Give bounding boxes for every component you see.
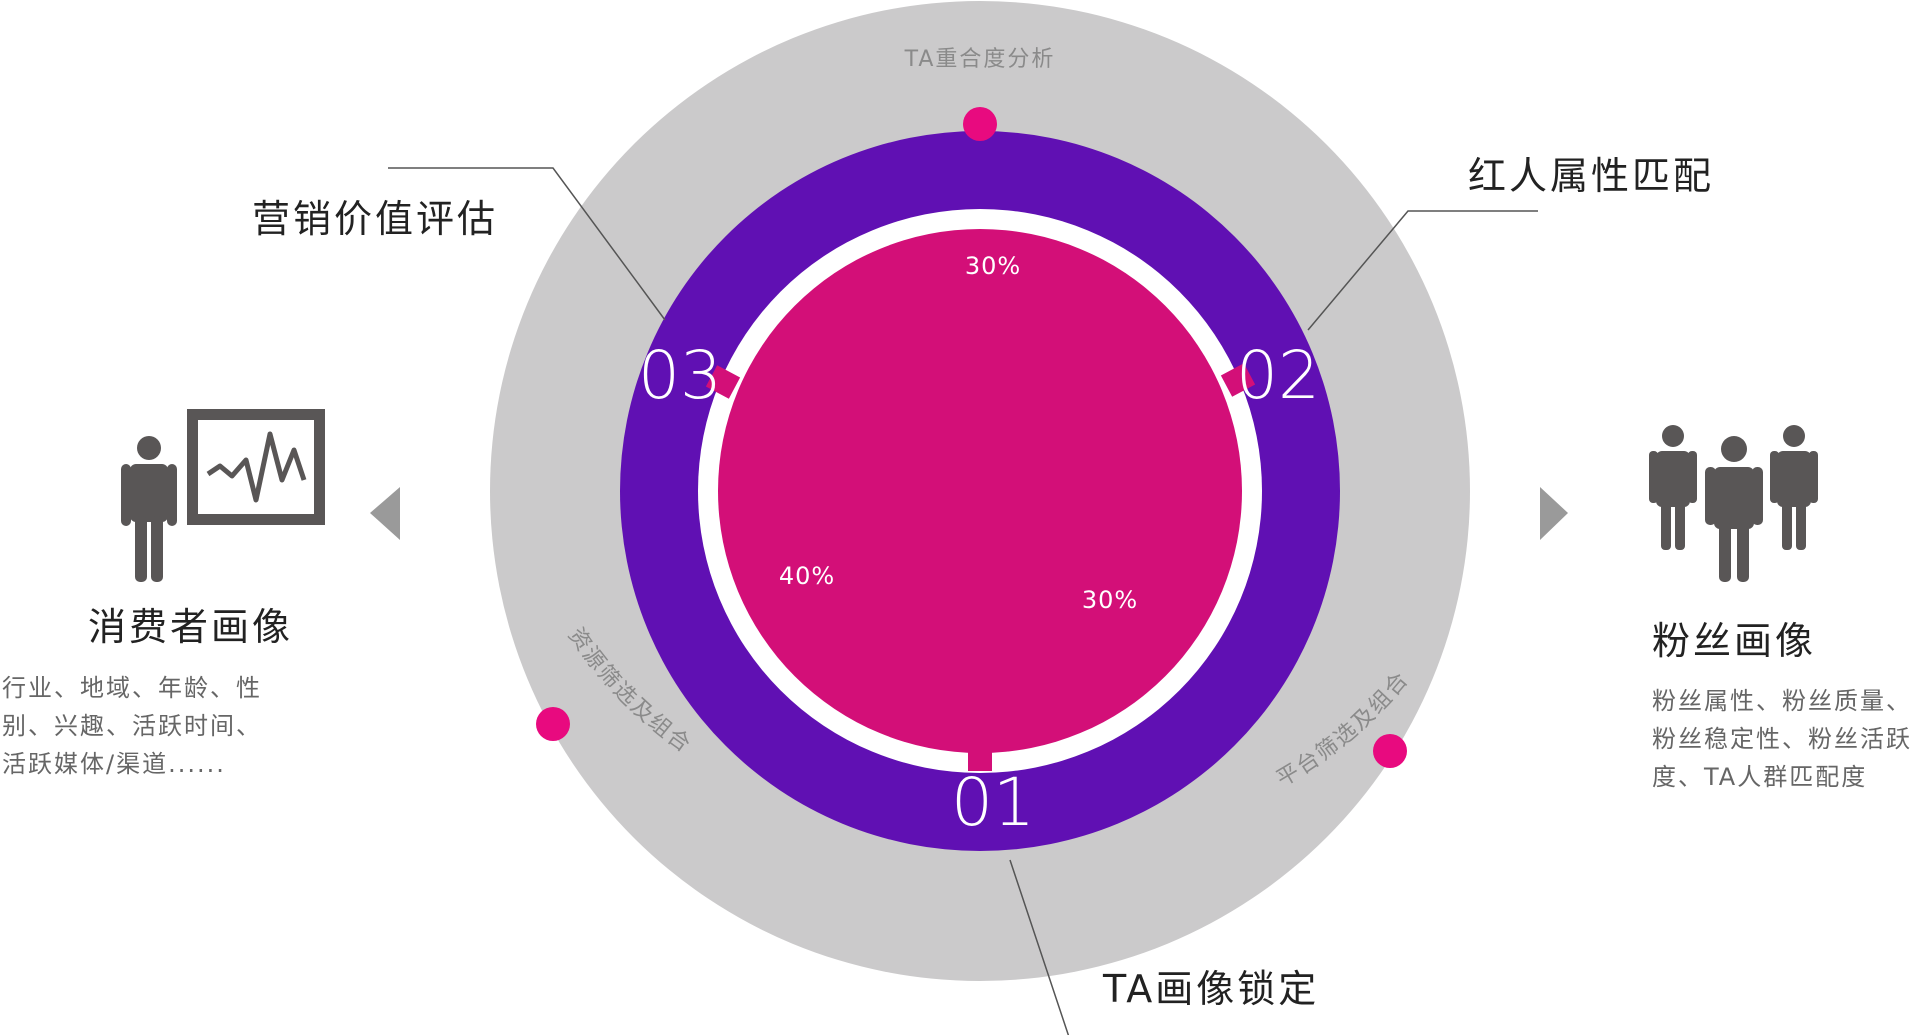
right-panel-desc-line-2: 粉丝稳定性、粉丝活跃 bbox=[1652, 725, 1912, 753]
left-panel-title: 消费者画像 bbox=[88, 605, 293, 649]
right-panel-title: 粉丝画像 bbox=[1652, 619, 1816, 663]
step-label-01: TA画像锁定 bbox=[1102, 967, 1319, 1011]
step-label-02: 红人属性匹配 bbox=[1468, 154, 1714, 198]
arrow-left-icon bbox=[370, 487, 400, 540]
pct-right: 30% bbox=[1082, 586, 1138, 614]
right-panel-desc-line-1: 粉丝属性、粉丝质量、 bbox=[1652, 687, 1912, 715]
step-number-03: 03 bbox=[638, 337, 722, 414]
marker-dot-top bbox=[963, 107, 997, 141]
left-panel-desc-line-3: 活跃媒体/渠道...... bbox=[2, 750, 226, 778]
right-panel-desc-line-3: 度、TA人群匹配度 bbox=[1652, 763, 1867, 791]
ring-label-top: TA重合度分析 bbox=[904, 47, 1056, 72]
leader-line-01 bbox=[1009, 859, 1070, 1035]
ring-gap-02 bbox=[1220, 363, 1256, 397]
pink-core bbox=[718, 229, 1242, 753]
leader-line-03 bbox=[388, 167, 666, 321]
group-of-people-icon bbox=[1649, 425, 1818, 582]
marker-dot-right bbox=[1373, 734, 1407, 768]
person-with-chart-board-icon bbox=[121, 409, 325, 582]
left-panel-desc-line-1: 行业、地域、年龄、性 bbox=[2, 674, 262, 702]
step-label-03: 营销价值评估 bbox=[252, 197, 498, 241]
pct-left: 40% bbox=[779, 562, 835, 590]
left-panel-desc-line-2: 别、兴趣、活跃时间、 bbox=[2, 712, 262, 740]
marker-dot-left bbox=[536, 707, 570, 741]
step-number-02: 02 bbox=[1236, 337, 1320, 414]
pct-top: 30% bbox=[965, 252, 1021, 280]
leader-line-02 bbox=[1307, 210, 1538, 331]
step-number-01: 01 bbox=[951, 764, 1035, 841]
ring-gap-03 bbox=[705, 365, 741, 399]
ring-gap-01 bbox=[968, 745, 992, 771]
arrow-right-icon bbox=[1540, 487, 1568, 540]
